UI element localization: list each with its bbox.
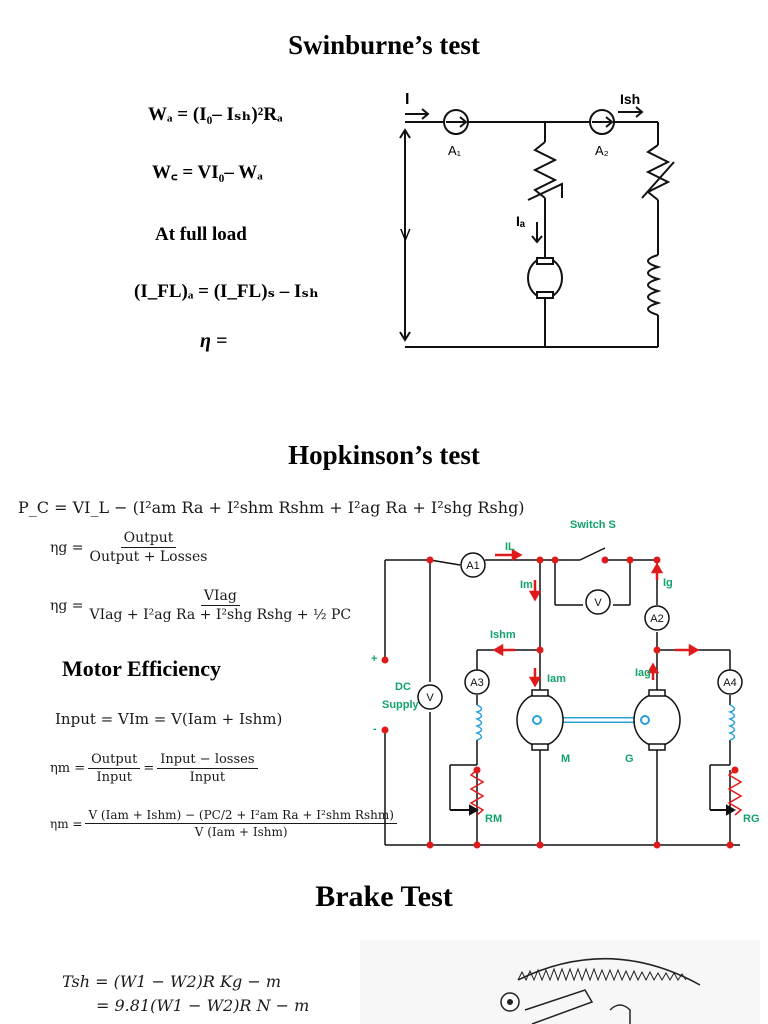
equation-pc: P_C = VI_L − (I²am Ra + I²shm Rshm + I²a… <box>18 498 525 517</box>
ammeter-a3 <box>464 669 490 695</box>
label-il: IL <box>505 541 515 553</box>
hopkinson-title: Hopkinson’s test <box>288 440 480 470</box>
eta-m-2-lhs: ηm = <box>50 816 83 831</box>
label-im: Im <box>520 579 533 591</box>
equation-eta-m-2: ηm = V (Iam + Ishm) − (PC/2 + I²am Ra + … <box>50 808 400 839</box>
eta-g-1-numerator: Output <box>120 530 177 548</box>
equation-input: Input = VIm = V(Iam + Ishm) <box>55 710 283 728</box>
label-ig: Ig <box>663 577 673 589</box>
eta-m-2-denominator: V (Iam + Ishm) <box>194 825 288 839</box>
eta-g-2-lhs: ηg = <box>50 597 84 614</box>
eta-m-1-equals: = <box>143 761 155 776</box>
circuit-label-a1: A₁ <box>448 143 462 158</box>
ammeter-a2 <box>644 605 670 631</box>
shunt-coil-motor <box>474 704 483 741</box>
circuit-label-ish: Ish <box>620 91 640 107</box>
equation-tsh-1: Tsh = (W1 − W2)R Kg − m <box>62 972 281 991</box>
full-load-label: At full load <box>155 224 247 245</box>
label-v-supply: V <box>426 692 434 704</box>
label-supply: Supply <box>382 699 420 711</box>
label-rm: RM <box>485 813 502 825</box>
label-v-switch: V <box>594 597 602 609</box>
circuit-label-ia: Iₐ <box>516 213 526 229</box>
label-rg: RG <box>743 813 760 825</box>
circuit-label-v: V <box>400 227 411 244</box>
hopkinson-circuit-diagram: A1 V A2 V A3 A4 Switch S IL Im Ig Ishm I… <box>371 519 760 849</box>
voltmeter-switch <box>585 589 611 615</box>
equation-wc: W꜀ = VI₀– Wₐ <box>152 162 263 183</box>
label-a2: A2 <box>650 613 663 625</box>
equation-wa: Wₐ = (I₀– Iₛₕ)²Rₐ <box>148 104 283 125</box>
label-g: G <box>625 753 634 765</box>
brake-test-drawing <box>360 940 760 1024</box>
eta-g-2-numerator: VIag <box>200 588 240 606</box>
shunt-coil-generator <box>727 704 736 741</box>
eta-m-1-denominator-b: Input <box>189 770 226 785</box>
voltmeter-supply <box>417 684 443 710</box>
eta-m-2-numerator: V (Iam + Ishm) − (PC/2 + I²am Ra + I²shm… <box>85 808 397 824</box>
label-plus: + <box>371 653 377 665</box>
ammeter-a1 <box>460 552 486 578</box>
label-a3: A3 <box>470 677 483 689</box>
label-a1: A1 <box>466 560 479 572</box>
label-a4: A4 <box>723 677 736 689</box>
swinburne-circuit-diagram: I Ish A₁ A₂ V Iₐ <box>399 91 675 348</box>
eta-m-1-denominator-a: Input <box>96 770 132 785</box>
rheostat-rg <box>727 769 743 816</box>
equation-eta: η = <box>200 330 228 352</box>
label-iag: Iag <box>635 667 651 679</box>
label-dc: DC <box>395 681 411 693</box>
eta-m-1-numerator-b: Input − losses <box>157 752 258 769</box>
equation-ifl: (I_FL)ₐ = (I_FL)ₛ – Iₛₕ <box>134 281 319 302</box>
eta-g-1-lhs: ηg = <box>50 539 84 556</box>
circuit-label-i: I <box>405 91 409 108</box>
circuit-label-a2: A₂ <box>595 143 609 158</box>
motor-efficiency-title: Motor Efficiency <box>62 656 222 681</box>
eta-m-1-lhs: ηm = <box>50 761 86 776</box>
eta-m-1-numerator-a: Output <box>88 752 141 769</box>
label-minus: - <box>373 723 377 735</box>
label-switch: Switch S <box>570 519 616 531</box>
swinburne-title: Swinburne’s test <box>288 30 480 60</box>
eta-g-2-denominator: VIag + I²ag Ra + I²shg Rshg + ½ PC <box>89 607 352 623</box>
equation-tsh-2: = 9.81(W1 − W2)R N − m <box>96 996 310 1015</box>
label-ishm: Ishm <box>490 629 516 641</box>
label-iam: Iam <box>547 673 566 685</box>
eta-g-1-denominator: Output + Losses <box>89 549 208 565</box>
ammeter-a4 <box>717 669 743 695</box>
rheostat-rm <box>469 769 485 816</box>
brake-test-title: Brake Test <box>315 880 453 913</box>
label-m: M <box>561 753 570 765</box>
